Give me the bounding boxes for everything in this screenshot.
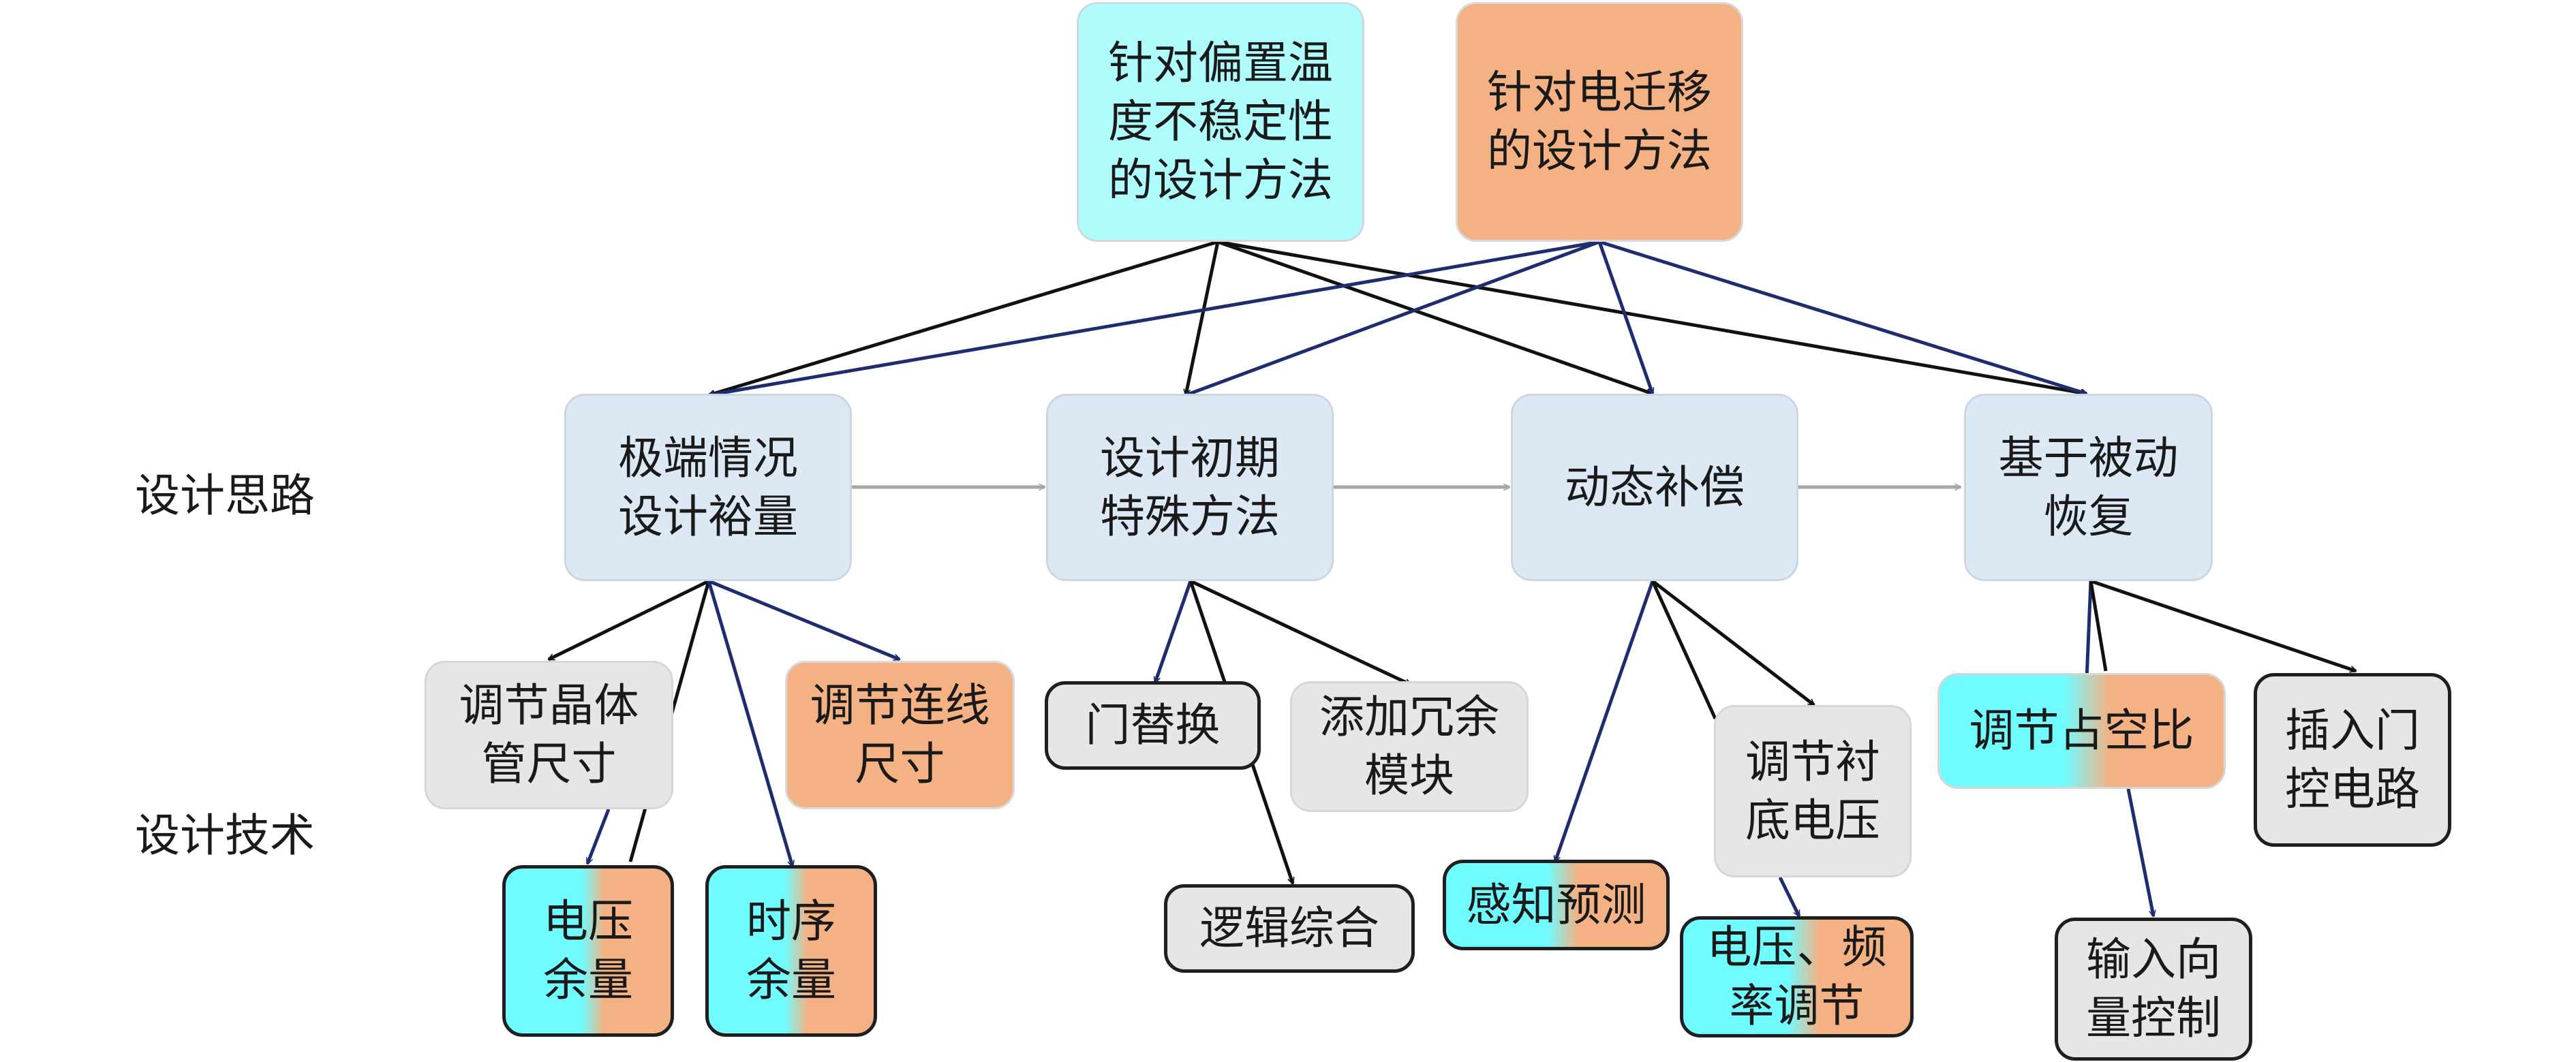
node-gate-line-1: 门替换 — [1085, 699, 1221, 751]
node-sense-predict: 感知预测 — [1443, 860, 1670, 950]
node-margin-line-2: 设计裕量 — [618, 490, 798, 543]
edge-passive-duty2 — [2089, 580, 2108, 672]
node-passive-line-2: 恢复 — [2043, 490, 2134, 543]
node-input-line-2: 量控制 — [2086, 992, 2221, 1044]
edge-margin-wire — [708, 579, 900, 661]
node-bti-line-3: 的设计方法 — [1108, 154, 1333, 206]
edge-bti-passive — [1217, 240, 2087, 394]
node-substrate-voltage: 调节衬底电压 — [1714, 705, 1912, 877]
edge-passive-duty — [2087, 580, 2093, 679]
edge-dynamic-substrate — [1651, 580, 1814, 706]
node-wire-line-2: 尺寸 — [855, 738, 945, 790]
node-duty-line-1: 调节占空比 — [1969, 704, 2194, 757]
node-bti-method: 针对偏置温度不稳定性的设计方法 — [1077, 2, 1364, 242]
node-voltage-margin: 电压余量 — [502, 865, 674, 1037]
node-duty-cycle: 调节占空比 — [1937, 673, 2226, 789]
edge-em-early — [1186, 240, 1600, 395]
edge-dynamic-substrate2 — [1651, 580, 1717, 720]
node-em-line-2: 的设计方法 — [1487, 125, 1712, 177]
node-margin-line-1: 极端情况 — [618, 431, 798, 484]
node-bti-line-1: 针对偏置温 — [1108, 37, 1333, 89]
node-input-line-1: 输入向 — [2086, 933, 2221, 986]
node-transistor-size: 调节晶体管尺寸 — [425, 661, 673, 809]
edge-bti-dynamic — [1217, 240, 1653, 394]
node-wire-line-1: 调节连线 — [810, 679, 990, 732]
node-voltage-frequency: 电压、频率调节 — [1680, 916, 1914, 1037]
node-timing-margin: 时序余量 — [705, 865, 877, 1037]
node-substrate-line-1: 调节衬 — [1745, 735, 1880, 788]
edge-duty-input — [2126, 788, 2153, 916]
edge-em-dynamic — [1597, 241, 1653, 394]
node-passive-line-1: 基于被动 — [1998, 431, 2179, 484]
edge-bti-margin — [709, 240, 1218, 395]
node-logic-line-1: 逻辑综合 — [1199, 902, 1379, 954]
node-dynamic-line-1: 动态补偿 — [1565, 460, 1745, 514]
node-power-gating: 插入门控电路 — [2254, 673, 2451, 847]
node-redundant-line-2: 模块 — [1364, 749, 1454, 802]
node-bti-line-2: 度不稳定性 — [1108, 95, 1333, 148]
edge-substrate-dvfs — [1778, 876, 1801, 916]
node-early-line-1: 设计初期 — [1100, 431, 1280, 484]
node-timing-line-1: 时序 — [746, 895, 836, 948]
node-transistor-line-1: 调节晶体 — [459, 679, 639, 732]
node-voltage-line-1: 电压 — [543, 895, 633, 948]
node-em-method: 针对电迁移的设计方法 — [1456, 2, 1743, 242]
node-gate-replacement: 门替换 — [1045, 681, 1261, 770]
node-logic-synthesis: 逻辑综合 — [1164, 884, 1415, 973]
node-wire-size: 调节连线尺寸 — [785, 661, 1015, 809]
node-early-special: 设计初期特殊方法 — [1046, 394, 1334, 581]
node-passive-recovery: 基于被动恢复 — [1964, 394, 2213, 581]
edge-margin-transistor — [549, 579, 710, 661]
passive-edges — [2087, 579, 2356, 916]
node-dvfs-line-1: 电压、频 — [1706, 921, 1887, 973]
node-dynamic-compensation: 动态补偿 — [1511, 394, 1798, 581]
edge-passive-power — [2090, 579, 2356, 671]
node-redundant-line-1: 添加冗余 — [1319, 691, 1499, 743]
node-redundant-module: 添加冗余模块 — [1290, 681, 1529, 812]
node-substrate-line-2: 底电压 — [1745, 794, 1880, 847]
node-em-line-1: 针对电迁移 — [1487, 66, 1712, 119]
node-sense-line-1: 感知预测 — [1466, 878, 1646, 931]
edge-early-gate — [1155, 580, 1193, 683]
node-power-line-2: 控电路 — [2285, 762, 2420, 815]
edge-transistor-voltage — [585, 809, 611, 864]
edge-bti-early — [1186, 241, 1220, 395]
row-label-design-thinking: 设计思路 — [135, 469, 315, 522]
node-early-line-2: 特殊方法 — [1100, 490, 1280, 543]
node-timing-line-2: 余量 — [746, 954, 836, 1006]
node-power-line-1: 插入门 — [2285, 704, 2420, 757]
edge-margin-timing — [707, 580, 793, 866]
edge-em-passive — [1599, 240, 2087, 394]
bti-edges — [709, 240, 2087, 395]
edge-dynamic-sense — [1555, 580, 1655, 862]
node-extreme-margin: 极端情况设计裕量 — [564, 394, 852, 581]
edge-em-margin — [709, 240, 1600, 395]
dynamic-edges — [1555, 580, 1814, 916]
node-dvfs-line-2: 率调节 — [1729, 980, 1865, 1032]
node-input-vector: 输入向量控制 — [2055, 918, 2252, 1061]
em-edges — [709, 240, 2087, 395]
edge-early-redundant — [1189, 579, 1411, 687]
row-label-design-tech: 设计技术 — [135, 809, 315, 862]
node-transistor-line-2: 管尺寸 — [481, 738, 617, 790]
node-voltage-line-2: 余量 — [543, 954, 633, 1006]
